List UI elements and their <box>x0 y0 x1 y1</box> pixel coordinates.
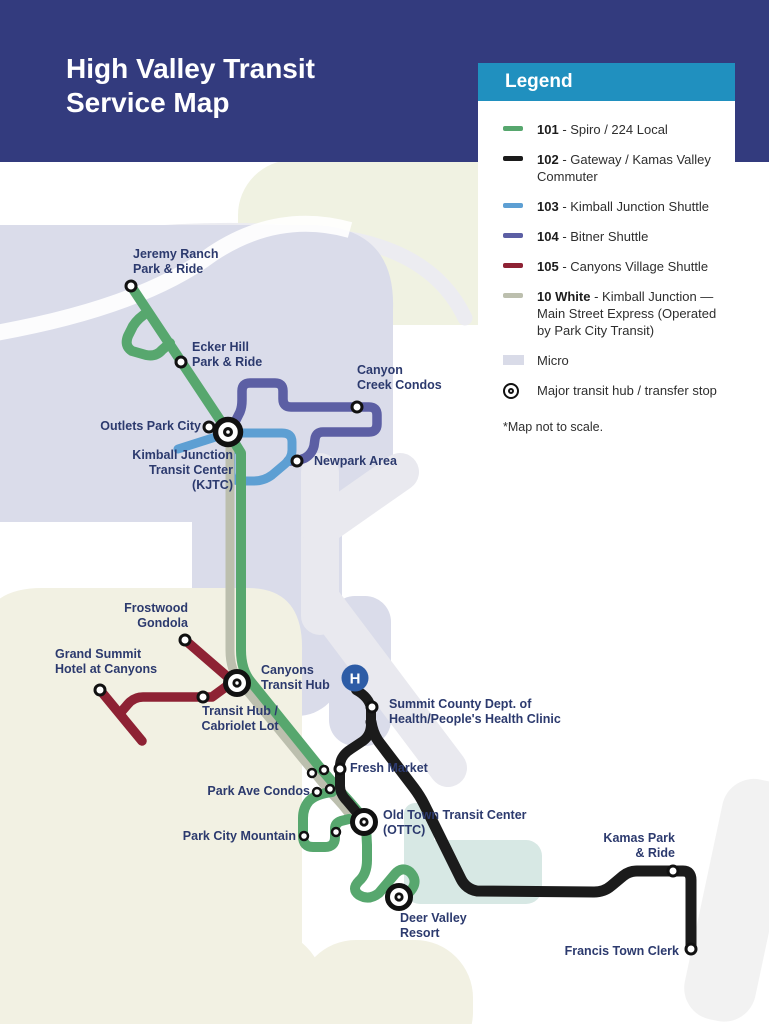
hub-old-town-transit-center <box>350 808 378 836</box>
stop-fresh-market-green <box>318 764 330 776</box>
legend-item-105: 105 - Canyons Village Shuttle <box>503 258 721 275</box>
legend-item-label: Micro <box>537 353 569 368</box>
page-title-line1: High Valley Transit <box>66 53 315 84</box>
hospital-marker: H <box>341 664 369 692</box>
bg-cream-blob-2 <box>298 940 473 1024</box>
page-title-line2: Service Map <box>66 87 230 118</box>
bg-cream-bottom-left <box>0 588 303 1024</box>
stop-mountain-loop-east <box>330 826 342 838</box>
legend-item-label: 10 White - Kimball Junction — Main Stree… <box>537 289 717 338</box>
legend-header: Legend <box>478 63 735 101</box>
hospital-circle-icon <box>341 664 369 692</box>
stop-jeremy-ranch <box>124 279 138 293</box>
legend-item-hub: Major transit hub / transfer stop <box>503 382 721 399</box>
stop-kamas-park-ride <box>666 864 680 878</box>
stop-outlets-park-city <box>202 420 216 434</box>
stop-park-ave-gray <box>311 786 323 798</box>
route-swatch-icon <box>503 156 523 161</box>
hubs-layer <box>212 416 413 911</box>
route-104-bitner <box>228 378 382 466</box>
legend-title: Legend <box>505 71 573 92</box>
hub-kjtc <box>212 416 244 448</box>
stop-fresh-market <box>333 762 347 776</box>
legend-item-area: Micro <box>503 352 721 369</box>
stop-health-clinic <box>365 700 379 714</box>
legend-rows: 101 - Spiro / 224 Local 102 - Gateway / K… <box>503 121 721 399</box>
legend-item-label: 104 - Bitner Shuttle <box>537 229 649 244</box>
bg-cream-blob-1 <box>165 928 325 1024</box>
stop-cluster-fresh-park-ave <box>298 764 342 842</box>
legend-item-label: 101 - Spiro / 224 Local <box>537 122 668 137</box>
stops-layer <box>93 279 698 956</box>
legend-item-label: 103 - Kimball Junction Shuttle <box>537 199 709 214</box>
legend-panel: Legend 101 - Spiro / 224 Local 102 - Gate… <box>478 63 735 456</box>
stop-grand-summit-hotel <box>93 683 107 697</box>
stop-cabriolet-lot <box>196 690 210 704</box>
hub-deer-valley-resort <box>385 883 413 911</box>
route-swatch-icon <box>503 203 523 208</box>
route-101-jeremy-loop <box>121 307 175 361</box>
legend-item-102: 102 - Gateway / Kamas Valley Commuter <box>503 151 721 185</box>
stop-francis-town-clerk <box>684 942 698 956</box>
route-swatch-icon <box>503 233 523 238</box>
stop-ecker-hill <box>174 355 188 369</box>
stop-park-city-mountain <box>298 830 310 842</box>
bg-road-white <box>0 215 353 341</box>
stop-fresh-market-gray <box>306 767 318 779</box>
legend-footnote: *Map not to scale. <box>503 420 604 434</box>
legend-item-104: 104 - Bitner Shuttle <box>503 228 721 245</box>
stop-frostwood-gondola <box>178 633 192 647</box>
hub-canyons-transit-hub <box>223 669 251 697</box>
route-102-kamas-branch <box>365 716 697 954</box>
route-swatch-icon <box>503 263 523 268</box>
page-title: High Valley Transit Service Map <box>66 52 315 120</box>
bg-road-bottom-right <box>684 778 769 1022</box>
stop-park-ave-green <box>324 783 336 795</box>
hospital-letter: H <box>350 671 361 688</box>
legend-item-label: 105 - Canyons Village Shuttle <box>537 259 709 274</box>
route-swatch-icon <box>503 355 524 365</box>
legend-item-103: 103 - Kimball Junction Shuttle <box>503 198 721 215</box>
legend-item-101: 101 - Spiro / 224 Local <box>503 121 721 138</box>
legend-item-label: Major transit hub / transfer stop <box>537 383 717 398</box>
stop-canyon-creek-condos <box>350 400 364 414</box>
stop-newpark-area <box>290 454 304 468</box>
legend-body: 101 - Spiro / 224 Local 102 - Gateway / K… <box>478 101 735 456</box>
route-swatch-icon <box>503 126 523 131</box>
legend-item-10-white: 10 White - Kimball Junction — Main Stree… <box>503 288 721 339</box>
transit-hub-icon <box>503 383 519 399</box>
legend-item-label: 102 - Gateway / Kamas Valley Commuter <box>537 152 711 184</box>
route-swatch-icon <box>503 293 523 298</box>
route-105-canyons-village <box>95 635 235 746</box>
bg-road-mid <box>301 453 467 787</box>
